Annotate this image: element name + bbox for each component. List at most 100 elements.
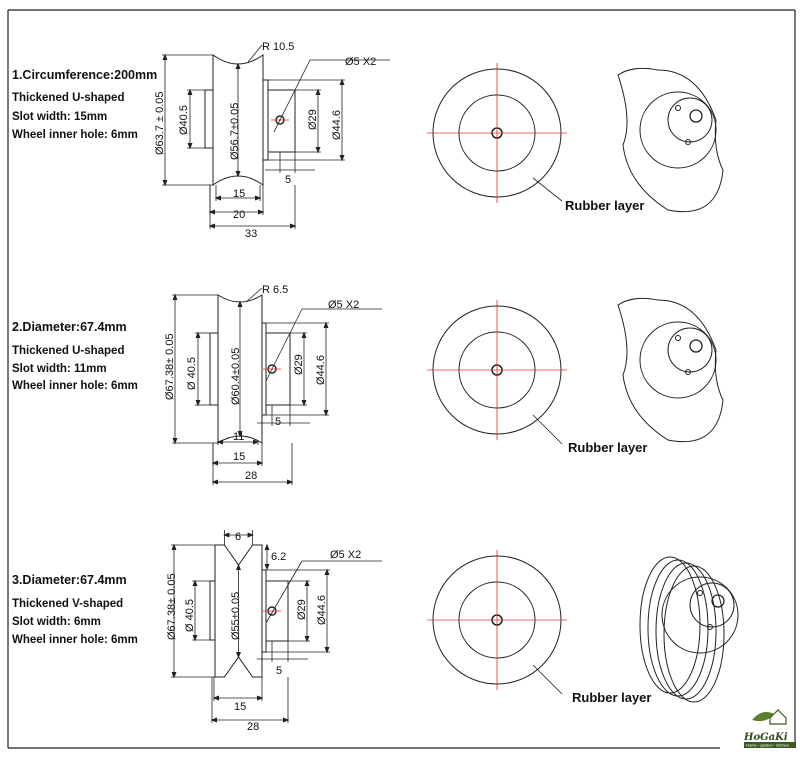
arrow-icon bbox=[315, 146, 321, 154]
perspective-screw bbox=[697, 590, 703, 596]
arrow-icon bbox=[252, 439, 260, 445]
perspective-screw bbox=[707, 624, 713, 630]
leader-line bbox=[265, 560, 303, 624]
dim-v-depth: 6.2 bbox=[271, 551, 286, 563]
perspective-screw bbox=[685, 369, 691, 375]
dim-hub: Ø29 bbox=[296, 599, 308, 620]
arrow-icon bbox=[286, 479, 294, 485]
house-icon bbox=[769, 709, 787, 725]
arrow-icon bbox=[236, 563, 241, 571]
section-1-labels: 1.Circumference:200mm Thickened U-shaped… bbox=[12, 41, 644, 240]
section-title: 3.Diameter:67.4mm bbox=[12, 573, 127, 587]
dim-slot-w: 15 bbox=[233, 188, 245, 200]
perspective-screw bbox=[675, 335, 681, 341]
section-title: 1.Circumference:200mm bbox=[12, 68, 157, 82]
radius-leader bbox=[247, 44, 263, 63]
arrow-icon bbox=[257, 209, 265, 215]
logo-tagline-bar bbox=[744, 742, 796, 748]
perspective-hub bbox=[667, 97, 713, 143]
rubber-layer-label: Rubber layer bbox=[568, 440, 647, 455]
dim-slot-w: 11 bbox=[233, 431, 244, 443]
dim-v-width: 6 bbox=[235, 531, 241, 543]
arrow-icon bbox=[254, 195, 262, 201]
left-boss bbox=[209, 332, 219, 406]
arrow-icon bbox=[210, 717, 218, 723]
slot-width: Slot width: 11mm bbox=[12, 363, 107, 375]
arrow-icon bbox=[195, 399, 201, 407]
arrow-icon bbox=[247, 532, 254, 538]
arrow-icon bbox=[214, 195, 222, 201]
arrow-icon bbox=[256, 460, 264, 466]
dim-hub-len: 5 bbox=[275, 416, 281, 428]
dim-groove: Ø55±0.05 bbox=[230, 592, 242, 640]
perspective-wheel-ring bbox=[663, 565, 725, 703]
arrow-icon bbox=[192, 634, 198, 642]
inner-hole: Wheel inner hole: 6mm bbox=[12, 634, 138, 646]
arrow-icon bbox=[304, 635, 310, 643]
geometry bbox=[7, 9, 796, 749]
dim-bolt: Ø5 X2 bbox=[328, 299, 359, 311]
arrow-icon bbox=[208, 209, 216, 215]
perspective-wheel-ring bbox=[647, 559, 709, 697]
arrow-icon bbox=[211, 460, 219, 466]
perspective-bore bbox=[689, 339, 703, 353]
dim-radius: R 6.5 bbox=[262, 284, 288, 296]
arrow-icon bbox=[235, 62, 241, 70]
perspective-flange bbox=[639, 91, 717, 169]
radius-leader bbox=[245, 287, 263, 303]
perspective-wheel bbox=[617, 67, 724, 213]
arrow-icon bbox=[236, 651, 241, 659]
arrow-icon bbox=[187, 142, 193, 150]
dim-boss: Ø 40.5 bbox=[184, 599, 196, 632]
arrow-icon bbox=[324, 568, 330, 576]
dim-boss: Ø40.5 bbox=[178, 105, 190, 135]
perspective-flange bbox=[639, 321, 717, 399]
arrow-icon bbox=[339, 154, 345, 162]
dim-groove: Ø60.4±0.05 bbox=[230, 348, 242, 405]
rubber-leader bbox=[532, 177, 563, 202]
dim-outer: Ø67.38± 0.05 bbox=[166, 573, 178, 640]
arrow-icon bbox=[304, 579, 310, 587]
dim-radius: R 10.5 bbox=[262, 41, 294, 53]
arrow-icon bbox=[212, 695, 220, 701]
arrow-icon bbox=[208, 223, 216, 229]
arrow-icon bbox=[192, 579, 198, 587]
dim-hub: Ø29 bbox=[307, 109, 319, 130]
dim-bolt: Ø5 X2 bbox=[345, 56, 376, 68]
dim-body-w: 15 bbox=[233, 451, 245, 463]
arrow-icon bbox=[323, 321, 329, 329]
arrow-icon bbox=[282, 717, 290, 723]
perspective-wheel bbox=[617, 297, 724, 443]
arrow-icon bbox=[211, 479, 219, 485]
perspective-screw bbox=[685, 139, 691, 145]
section-shape: Thickened U-shaped bbox=[12, 345, 124, 357]
perspective-hub bbox=[689, 582, 735, 628]
dim-total-w: 33 bbox=[245, 228, 257, 240]
arrow-icon bbox=[301, 331, 307, 339]
dim-hub-len: 5 bbox=[285, 174, 291, 186]
perspective-wheel-ring bbox=[639, 556, 701, 694]
leader-line bbox=[265, 308, 303, 382]
inner-hole: Wheel inner hole: 6mm bbox=[12, 380, 138, 392]
left-boss bbox=[204, 89, 214, 149]
perspective-hub bbox=[667, 327, 713, 373]
arrow-icon bbox=[223, 532, 230, 538]
inner-hole: Wheel inner hole: 6mm bbox=[12, 129, 138, 141]
logo-name: HoGaKi bbox=[743, 732, 788, 743]
perspective-bore bbox=[711, 594, 725, 608]
arrow-icon bbox=[289, 223, 297, 229]
leader-line bbox=[273, 59, 311, 133]
arrow-icon bbox=[162, 179, 168, 187]
dim-body-w: 20 bbox=[233, 209, 245, 221]
arrow-icon bbox=[171, 543, 177, 551]
arrow-icon bbox=[171, 671, 177, 679]
perspective-screw bbox=[675, 105, 681, 111]
arrow-icon bbox=[339, 78, 345, 86]
dim-groove: Ø56.7±0.05 bbox=[229, 103, 241, 160]
arrow-icon bbox=[172, 293, 178, 301]
section-title: 2.Diameter:67.4mm bbox=[12, 320, 127, 334]
dim-hub: Ø29 bbox=[293, 354, 305, 375]
logo-tagline: Home - garden - kitchen bbox=[746, 743, 789, 748]
